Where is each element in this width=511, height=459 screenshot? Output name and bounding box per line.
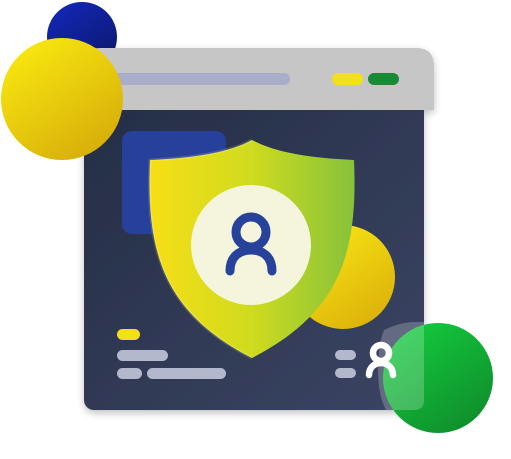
status-pill-yellow [117,329,140,340]
text-line-right-2 [335,368,356,378]
user-icon [225,212,277,276]
yellow-decor-ball-left [1,38,123,160]
titlebar-green-dot [368,73,399,85]
small-user-icon [365,341,397,379]
text-line-right-1 [335,350,356,360]
text-line-2b [147,368,226,379]
text-line-2a [117,368,142,379]
text-line-1 [117,350,168,361]
address-bar [112,73,290,85]
green-decor-ball [383,323,493,433]
titlebar-yellow-dot [332,73,363,85]
window-glass-overlap [378,322,424,410]
